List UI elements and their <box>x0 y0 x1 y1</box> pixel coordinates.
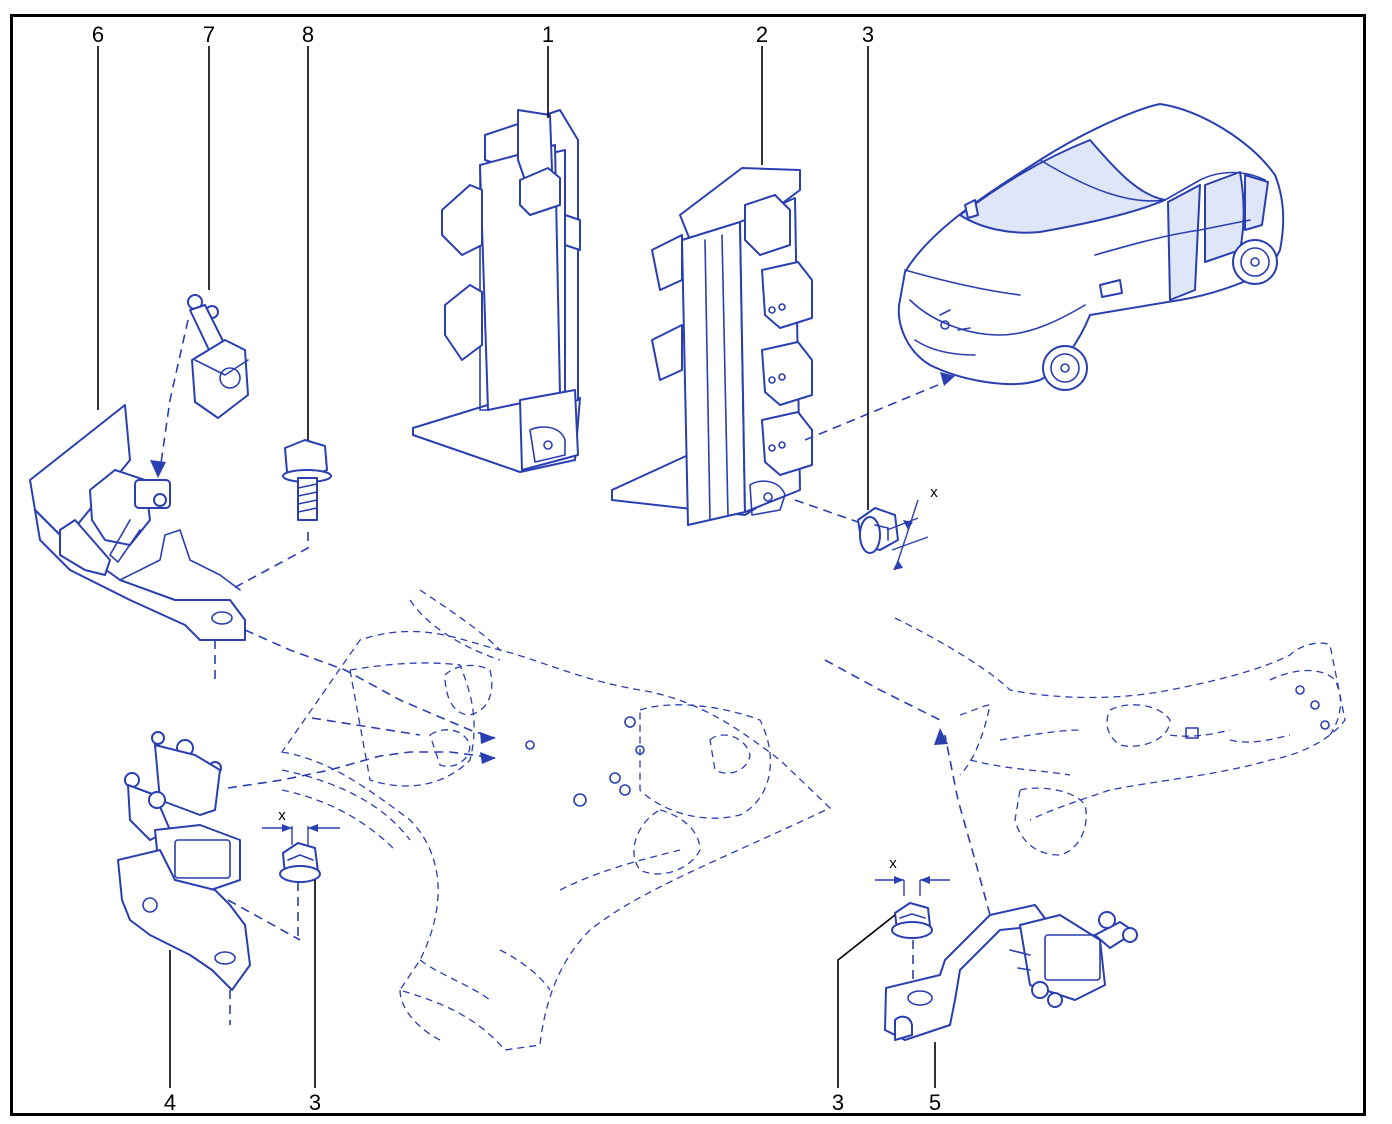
callout-3-top: 3 <box>862 22 874 47</box>
dimension-label-x-middle: x <box>930 484 938 501</box>
callout-6: 6 <box>92 22 104 47</box>
rear-axle-outline <box>894 617 1346 856</box>
dimension-label-x-left: x <box>278 807 286 824</box>
callout-5: 5 <box>929 1090 941 1115</box>
dimension-mark-middle: x <box>886 484 938 571</box>
dimension-mark-left: x <box>262 807 340 845</box>
dimension-mark-right: x <box>875 855 950 896</box>
part-4-height-sensor <box>117 731 251 991</box>
callout-8: 8 <box>302 22 314 47</box>
dimension-label-x-right: x <box>889 855 897 872</box>
callout-1: 1 <box>542 22 554 47</box>
diagram-frame <box>10 14 1366 1116</box>
part-3-nut-left <box>279 842 321 883</box>
leader-lines <box>97 46 936 1088</box>
front-subframe-outline <box>280 589 832 1051</box>
callout-4: 4 <box>164 1090 176 1115</box>
callout-3-bottom-right: 3 <box>832 1090 844 1115</box>
callout-3-bottom-left: 3 <box>309 1090 321 1115</box>
part-2-ecu <box>611 167 813 526</box>
part-3-nut-right <box>891 902 933 939</box>
callout-numbers: 6 7 8 1 2 3 4 3 3 5 <box>92 22 941 1115</box>
part-6-sensor-bracket <box>29 404 246 641</box>
callout-7: 7 <box>203 22 215 47</box>
callout-2: 2 <box>756 22 768 47</box>
part-1-bracket <box>412 109 581 473</box>
part-5-height-sensor <box>884 904 1138 1041</box>
part-7-link-rod <box>187 294 249 419</box>
assembly-dashed-lines <box>150 319 991 1025</box>
part-3-nut-middle <box>857 507 899 554</box>
car-illustration <box>897 103 1285 391</box>
part-8-bolt <box>282 439 332 521</box>
